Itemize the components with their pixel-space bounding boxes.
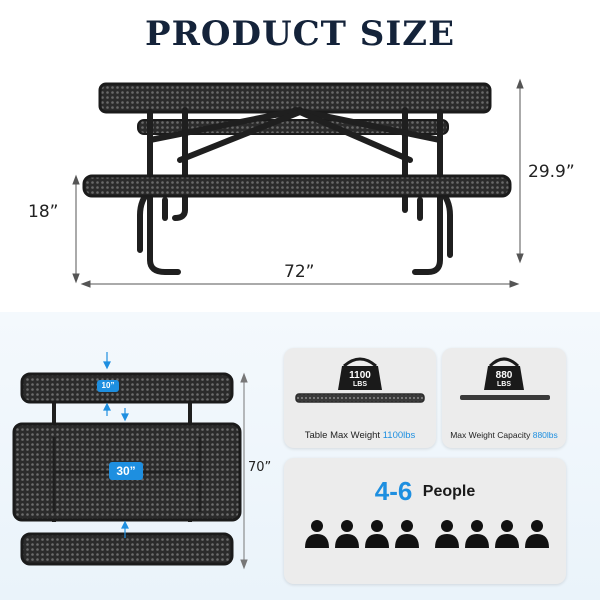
dimension-lines bbox=[72, 78, 524, 288]
weight-unit: LBS bbox=[353, 381, 367, 388]
picnic-table-illustration bbox=[72, 78, 524, 288]
weight-icon bbox=[460, 357, 550, 400]
capacity-title: 4-6 People bbox=[284, 476, 566, 507]
bench-weight-label: Max Weight Capacity 880lbs bbox=[450, 430, 558, 440]
person-icon bbox=[364, 518, 390, 550]
weight-unit: LBS bbox=[497, 381, 511, 388]
height-dimension: 29.9” bbox=[528, 162, 575, 182]
weight-value-top: 880 bbox=[495, 370, 513, 381]
people-word: People bbox=[422, 482, 476, 500]
table-weight-label: Table Max Weight 1100lbs bbox=[304, 430, 416, 441]
people-count: 4-6 bbox=[374, 476, 413, 506]
person-icon bbox=[334, 518, 360, 550]
capacity-card: 4-6 People bbox=[284, 458, 566, 584]
bottom-bench bbox=[20, 532, 234, 566]
weight-icon bbox=[295, 357, 425, 403]
length-dimension: 72” bbox=[284, 262, 315, 282]
table-weight-card: 1100 LBS Table Max Weight 1100lbs bbox=[284, 348, 436, 448]
top-view-illustration bbox=[12, 352, 248, 570]
person-icon bbox=[394, 518, 420, 550]
details-panel: 10” 30” 70” 1100 LBS Table Max Weight 11… bbox=[0, 312, 600, 600]
product-size-panel: PRODUCT SIZE bbox=[28, 14, 575, 288]
person-icon bbox=[434, 518, 460, 550]
top-bench bbox=[20, 372, 234, 404]
table-width-badge: 30” bbox=[109, 462, 143, 480]
page-title: PRODUCT SIZE bbox=[145, 14, 455, 54]
bench-height-dimension: 18” bbox=[28, 202, 59, 222]
person-icon bbox=[524, 518, 550, 550]
person-icon bbox=[494, 518, 520, 550]
table-frame bbox=[137, 107, 453, 275]
weight-value-top: 1100 bbox=[349, 370, 371, 381]
person-icon bbox=[464, 518, 490, 550]
width-dimension: 70” bbox=[248, 460, 272, 475]
bench-weight-card: 880 LBS Max Weight Capacity 880lbs bbox=[442, 348, 566, 448]
bench-width-badge: 10” bbox=[97, 380, 119, 392]
front-bench-seat bbox=[82, 174, 512, 198]
people-icons-row bbox=[284, 518, 566, 552]
person-icon bbox=[304, 518, 330, 550]
width-dimension-line bbox=[240, 372, 248, 570]
